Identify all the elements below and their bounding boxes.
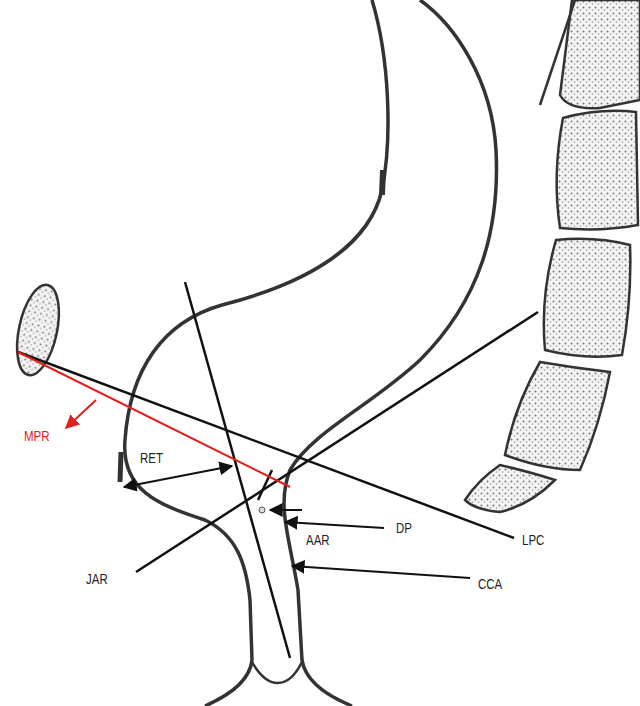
part-label: RET: [140, 450, 163, 466]
ret-arrow: [124, 466, 232, 487]
part-label: JAR: [86, 571, 108, 587]
part-label: MPR: [24, 428, 50, 444]
anorectal-point: [259, 507, 265, 513]
pubic-bone: [10, 281, 66, 379]
part-label: AAR: [306, 532, 330, 548]
dp-arrow: [285, 522, 384, 528]
vertebrae: [465, 0, 640, 512]
part-label: LPC: [522, 532, 544, 548]
part-label: DP: [396, 520, 412, 536]
canal-axis-line: [185, 282, 290, 658]
aar-arrow: [270, 509, 302, 511]
lpc-line: [18, 352, 514, 538]
measurement-lines: [18, 282, 538, 658]
mpr-arrow: [66, 400, 96, 428]
jar-line: [136, 312, 538, 572]
rectum-wall: [120, 0, 496, 706]
part-label: CCA: [478, 576, 502, 592]
mpr-line: [18, 352, 290, 487]
cca-arrow: [292, 566, 470, 578]
